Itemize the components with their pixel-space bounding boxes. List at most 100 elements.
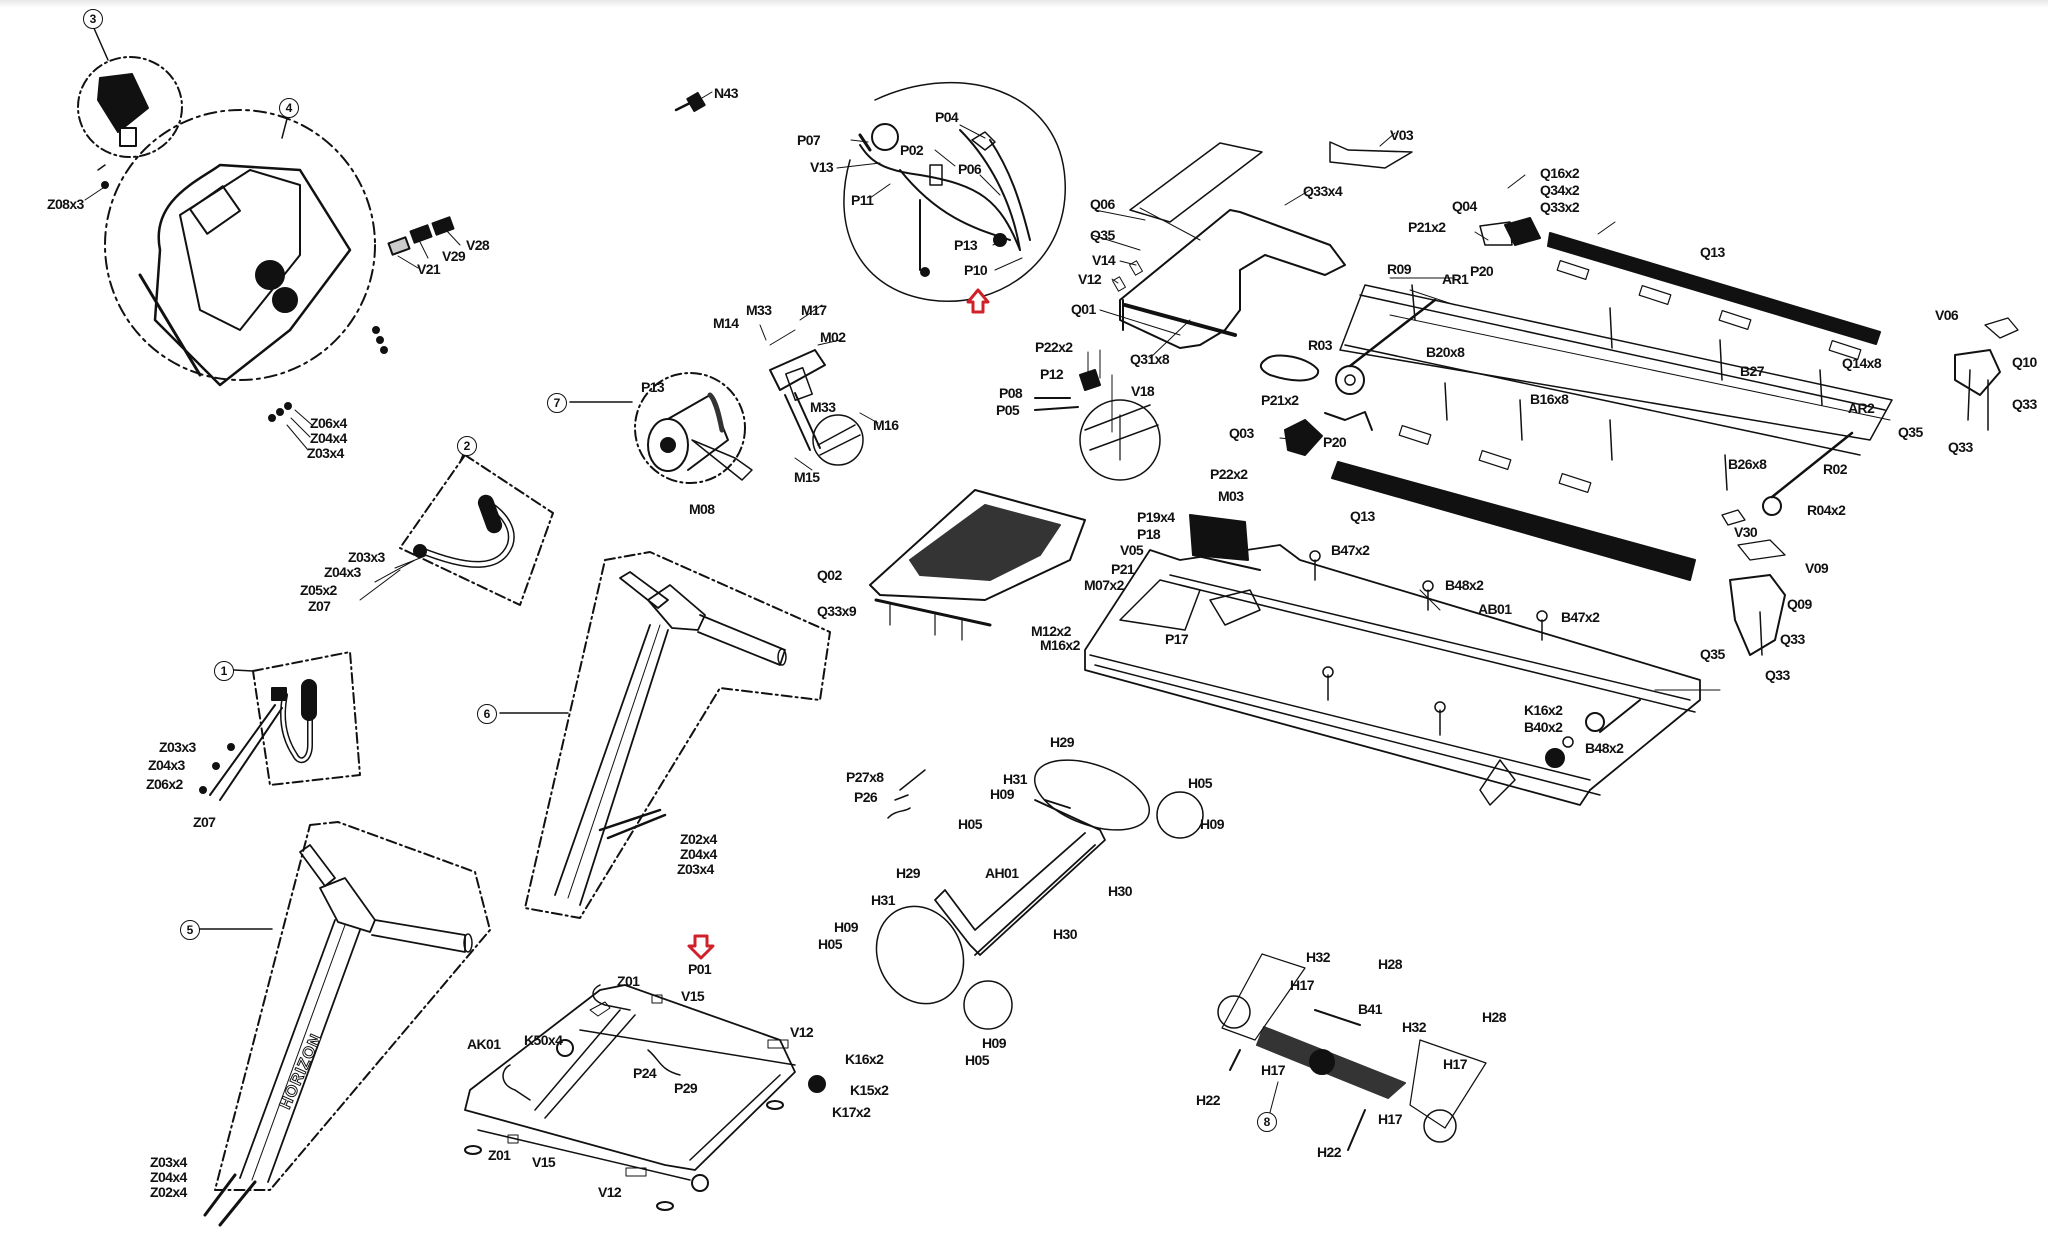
- part-label: H09: [834, 919, 858, 935]
- callout-6: 6: [477, 704, 497, 724]
- part-label: P20: [1323, 434, 1347, 450]
- part-label: P10: [964, 262, 988, 278]
- part-label: H09: [1200, 816, 1224, 832]
- part-label: P01: [688, 961, 712, 977]
- part-label: H28: [1378, 956, 1402, 972]
- front-roller-ar1: [1335, 365, 1365, 395]
- part-label: P24: [633, 1065, 657, 1081]
- part-label: Z03x4: [677, 861, 714, 877]
- part-label: P08: [999, 385, 1023, 401]
- console-overlay-strips: [387, 216, 461, 269]
- part-n43: [674, 91, 713, 113]
- clip-p27: [894, 769, 926, 801]
- bracket-p20: [1324, 411, 1373, 431]
- part-label: Z03x3: [159, 739, 196, 755]
- hood-strip-q06: [1129, 142, 1263, 223]
- part-label: B48x2: [1445, 577, 1484, 593]
- part-label: B20x8: [1426, 344, 1465, 360]
- part-label: H05: [965, 1052, 989, 1068]
- part-label: H30: [1108, 883, 1132, 899]
- console-shell: [153, 163, 352, 387]
- part-label: V06: [1935, 307, 1959, 323]
- part-label: V15: [681, 988, 705, 1004]
- part-label: Z06x4: [310, 415, 347, 431]
- part-label: V29: [442, 248, 466, 264]
- group-4-boundary: [104, 109, 376, 381]
- part-label: Q33: [1780, 631, 1805, 647]
- part-label: Q33: [1948, 439, 1973, 455]
- part-label: B26x8: [1728, 456, 1767, 472]
- part-label: Q13: [1700, 244, 1725, 260]
- deck-assembly: [1331, 174, 2019, 656]
- part-label: Z04x4: [150, 1169, 187, 1185]
- callout-3: 3: [83, 9, 103, 29]
- part-label: Q16x2: [1540, 165, 1580, 181]
- part-label: Z03x4: [307, 445, 344, 461]
- part-label: H05: [1188, 775, 1212, 791]
- leader-lines: [1139, 207, 1616, 241]
- part-label: M08: [689, 501, 715, 517]
- part-label: Z04x4: [680, 846, 717, 862]
- group-5-boundary: [214, 821, 491, 1191]
- group-1-boundary: [252, 651, 361, 786]
- part-label: Z05x2: [300, 582, 337, 598]
- part-label: P13: [954, 237, 978, 253]
- part-label: K15x2: [850, 1082, 889, 1098]
- group-2-right-handrail: [359, 444, 554, 606]
- group-7-boundary: [634, 372, 746, 484]
- part-label: H32: [1402, 1019, 1426, 1035]
- end-cap-q10: [1954, 349, 2001, 396]
- part-label: H22: [1196, 1092, 1220, 1108]
- group-7-drive-motor: [569, 372, 753, 484]
- callout-8: 8: [1257, 1112, 1277, 1132]
- part-label: Z07: [308, 598, 331, 614]
- part-label: V09: [1805, 560, 1829, 576]
- part-label: M02: [820, 329, 846, 345]
- part-label: V03: [1390, 127, 1414, 143]
- part-label: P11: [851, 192, 874, 208]
- label-v30: [1721, 509, 1746, 526]
- part-label: B40x2: [1524, 719, 1563, 735]
- part-label: AR2: [1848, 400, 1875, 416]
- harness-boundary: [843, 81, 1066, 302]
- part-label: H17: [1261, 1062, 1285, 1078]
- part-label: Z03x4: [150, 1154, 187, 1170]
- part-label: V12: [790, 1024, 814, 1040]
- part-label: Z04x4: [310, 430, 347, 446]
- part-label: V12: [1078, 271, 1102, 287]
- part-label: Q33: [2012, 396, 2037, 412]
- rail-q13-bottom: [1331, 461, 1696, 581]
- part-label: H28: [1482, 1009, 1506, 1025]
- part-label: M17: [801, 302, 827, 318]
- part-label: Z02x4: [150, 1184, 187, 1200]
- part-label: M14: [713, 315, 739, 331]
- wiring-harness-detail: [836, 81, 1066, 302]
- part-label: H22: [1317, 1144, 1341, 1160]
- top-edge-shadow: [0, 0, 2048, 8]
- group-4-console: [84, 109, 388, 451]
- arrow-down-p01: [687, 934, 715, 960]
- part-label: P17: [1165, 631, 1189, 647]
- part-label: Z03x3: [348, 549, 385, 565]
- part-label: B47x2: [1331, 542, 1370, 558]
- group-6-right-upright: [499, 551, 831, 919]
- part-label: V12: [598, 1184, 622, 1200]
- part-label: H17: [1443, 1056, 1467, 1072]
- part-label: K16x2: [1524, 702, 1563, 718]
- part-label: V15: [532, 1154, 556, 1170]
- part-label: AH01: [985, 865, 1019, 881]
- callout-4: 4: [279, 98, 299, 118]
- part-label: Q04: [1452, 198, 1477, 214]
- drive-belt-r03: [1259, 354, 1320, 382]
- incline-arm-ah01: [875, 759, 1204, 1030]
- main-frame-ab01: [1084, 544, 1721, 806]
- part-label: M33: [746, 302, 772, 318]
- hood-q01: [1119, 209, 1346, 349]
- part-label: H32: [1306, 949, 1330, 965]
- cover-label-v03: [1329, 141, 1413, 169]
- part-label: P07: [797, 132, 821, 148]
- part-label: Z02x4: [680, 831, 717, 847]
- part-label: R04x2: [1807, 502, 1846, 518]
- base-frame-ak01: [464, 984, 826, 1211]
